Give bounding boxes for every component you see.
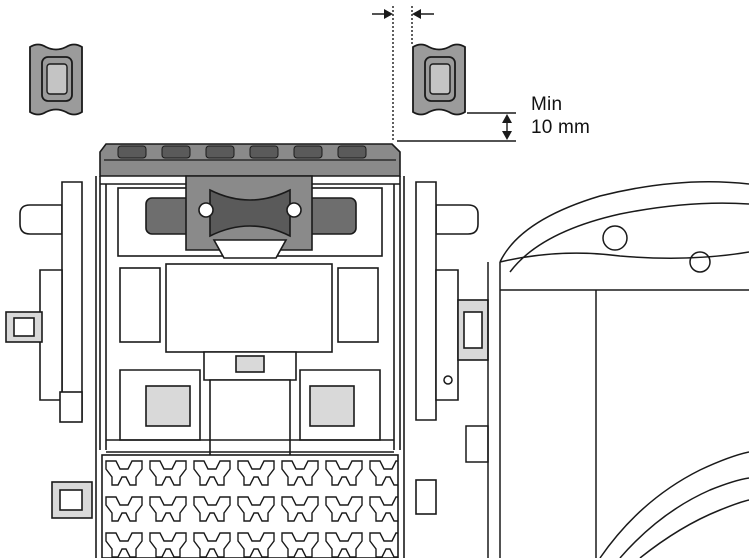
gap-dimension-arrows (372, 6, 434, 140)
bottom-track-tread (101, 454, 399, 558)
left-side-bracket (5, 181, 93, 519)
top-track-belt (99, 143, 401, 177)
min-distance-dimension (397, 112, 516, 142)
main-frame (95, 176, 405, 558)
middle-block (119, 263, 379, 381)
lower-housing (106, 369, 394, 457)
track-pad-right (412, 43, 466, 116)
central-mechanism (117, 175, 383, 259)
min-distance-label: Min (531, 94, 562, 116)
track-pad-left (29, 43, 83, 116)
min-distance-label-line1: Min (531, 94, 563, 115)
motor-housing (443, 180, 749, 558)
right-side-bracket (415, 181, 489, 515)
min-distance-value: 10 mm (531, 117, 590, 139)
min-distance-label-line2: 10 mm (531, 117, 591, 138)
